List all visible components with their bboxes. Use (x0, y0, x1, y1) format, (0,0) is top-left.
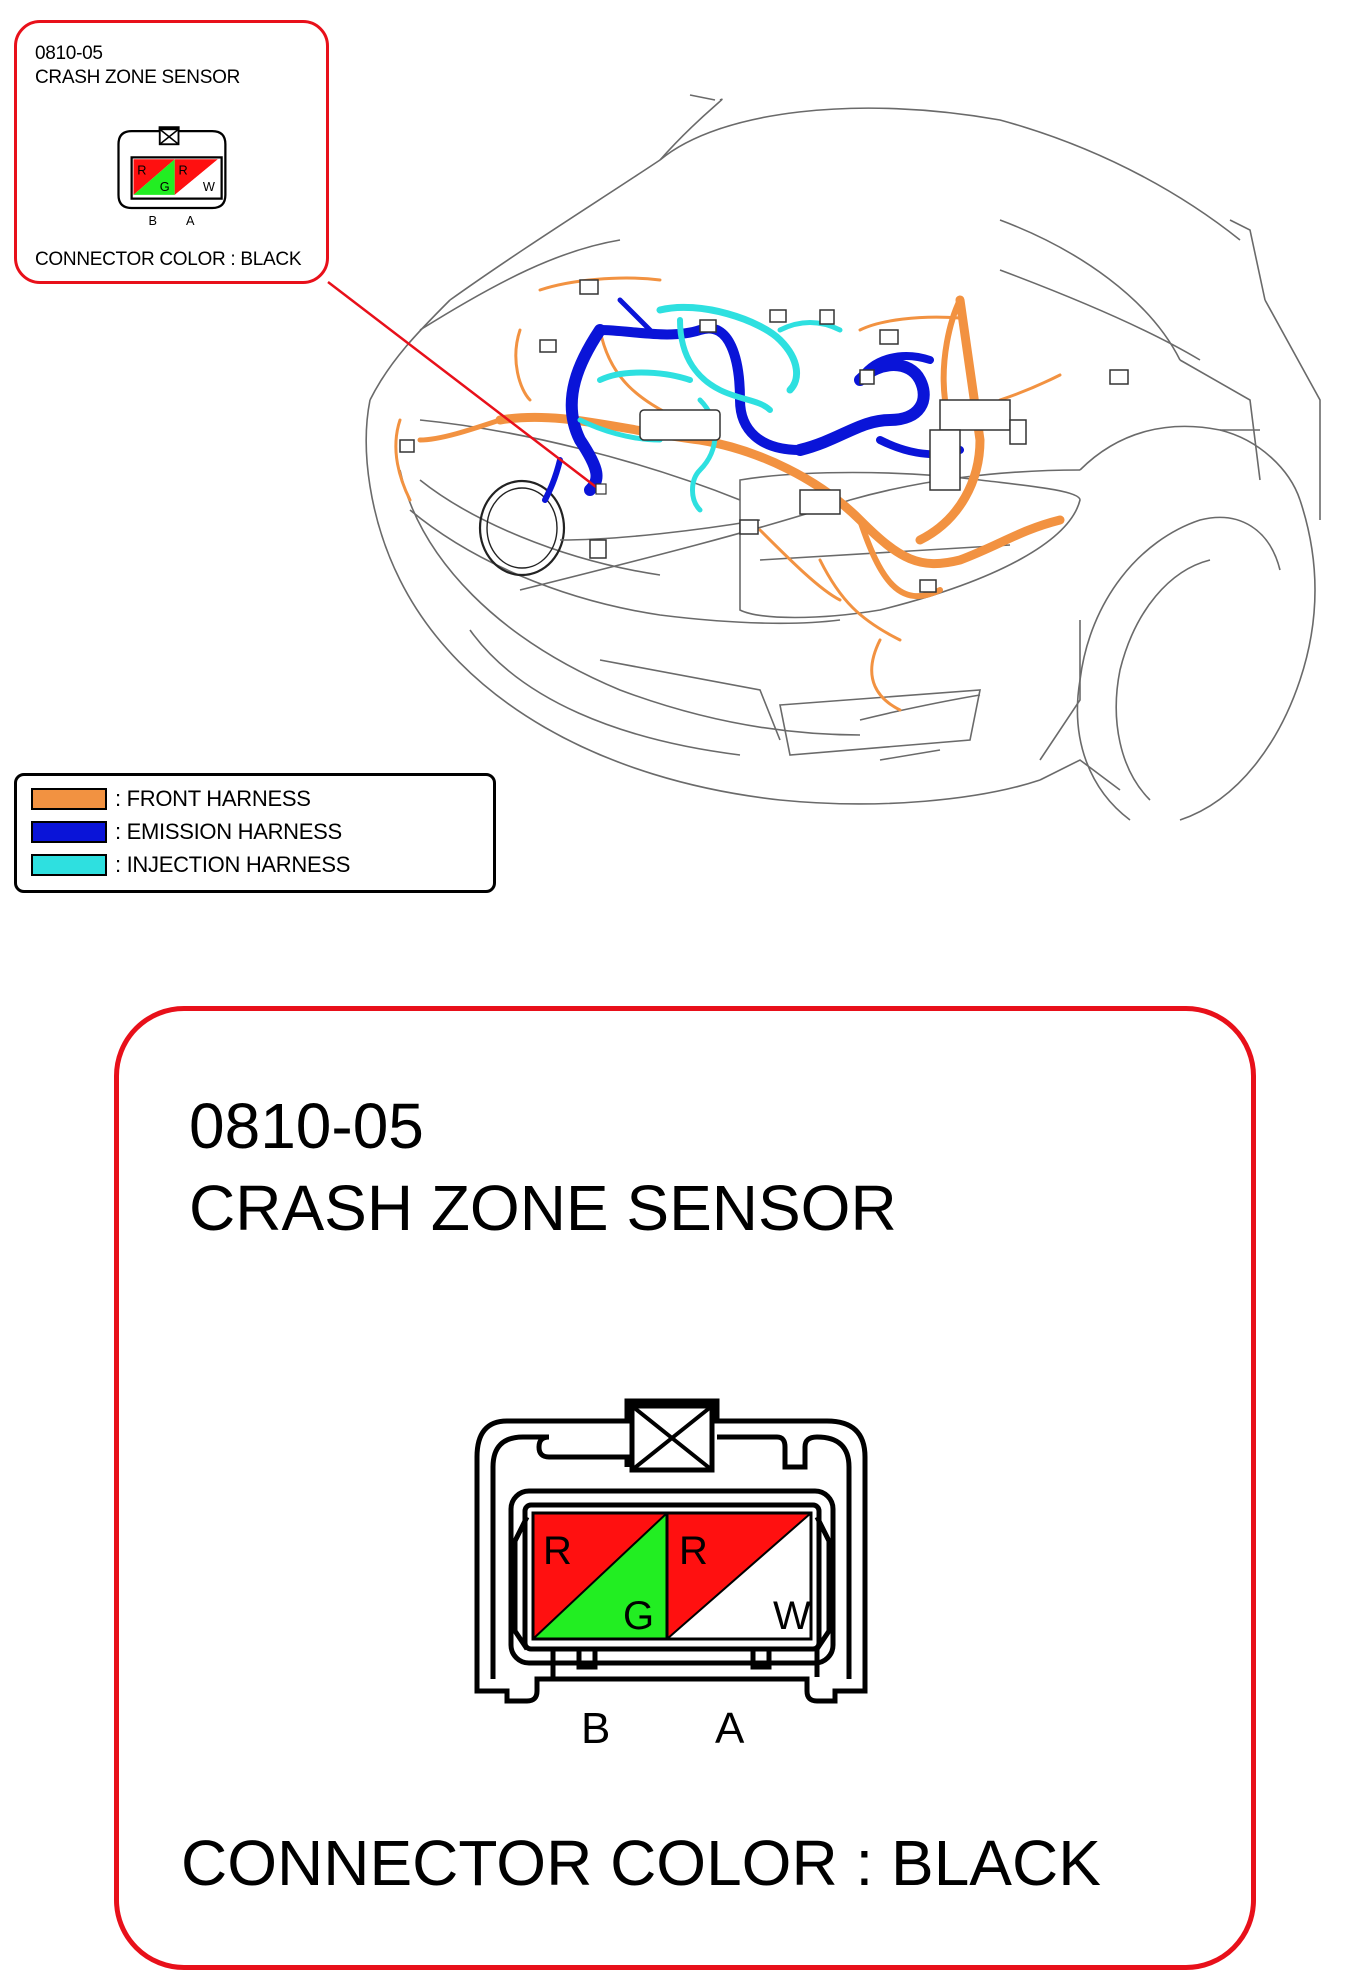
inset-pin-a-white (174, 159, 218, 195)
connector-name: CRASH ZONE SENSOR (189, 1172, 897, 1244)
legend-item-injection: : INJECTION HARNESS (31, 852, 350, 878)
callout-leader-line (327, 281, 607, 495)
latch-cross-b (630, 1404, 714, 1472)
harness-legend: : FRONT HARNESS : EMISSION HARNESS : INJ… (14, 773, 496, 893)
pin-a-stripe-color: W (773, 1594, 811, 1638)
legend-swatch-injection (31, 854, 107, 876)
pin-b-stripe-color: G (623, 1594, 654, 1638)
pin-a-main-color: R (679, 1529, 708, 1573)
legend-item-front: : FRONT HARNESS (31, 786, 311, 812)
inset-pin-a-main: R (179, 162, 188, 177)
connector-face-diagram: R G R W B A (474, 1398, 868, 1751)
inset-pin-b-stripe: G (160, 179, 170, 194)
connector-housing (474, 1398, 868, 1704)
inset-connector-code: 0810-05 (35, 43, 103, 64)
inset-latch-cross-b (159, 128, 179, 145)
connector-detail-box: 0810-05 CRASH ZONE SENSOR R (114, 1006, 1256, 1970)
connector-code: 0810-05 (189, 1090, 424, 1162)
legend-item-emission: : EMISSION HARNESS (31, 819, 342, 845)
pin-b-main-color: R (543, 1529, 572, 1573)
legend-label-injection: : INJECTION HARNESS (115, 852, 351, 877)
pin-b-diagonal (532, 1512, 668, 1640)
vehicle-harness-illustration (327, 94, 1321, 821)
inset-pin-b-label: B (149, 213, 158, 228)
pin-cavity-outline (531, 1511, 813, 1641)
inset-connector-face-diagram: R G R W B A (117, 126, 227, 228)
inset-pin-b-main: R (137, 162, 146, 177)
harness-connectors (399, 279, 1129, 593)
legend-label-emission: : EMISSION HARNESS (115, 819, 342, 844)
inset-pin-b-green (133, 159, 175, 195)
legend-label-front: : FRONT HARNESS (115, 786, 311, 811)
pin-a-diagonal (666, 1512, 812, 1640)
connector-inset-box: 0810-05 CRASH ZONE SENSOR R G R W B A CO… (14, 20, 329, 284)
legend-swatch-front (31, 788, 107, 810)
inset-connector-color: CONNECTOR COLOR : BLACK (35, 249, 302, 270)
connector-color-caption: CONNECTOR COLOR : BLACK (181, 1827, 1101, 1899)
pin-b-label: B (581, 1704, 610, 1751)
inset-pin-a-label: A (186, 213, 195, 228)
pin-a-label: A (715, 1704, 745, 1751)
inset-connector-housing (117, 126, 227, 210)
car-body-outline (365, 94, 1321, 821)
inset-pin-a-stripe: W (203, 179, 215, 194)
inset-connector-name: CRASH ZONE SENSOR (35, 67, 240, 88)
legend-swatch-emission (31, 821, 107, 843)
